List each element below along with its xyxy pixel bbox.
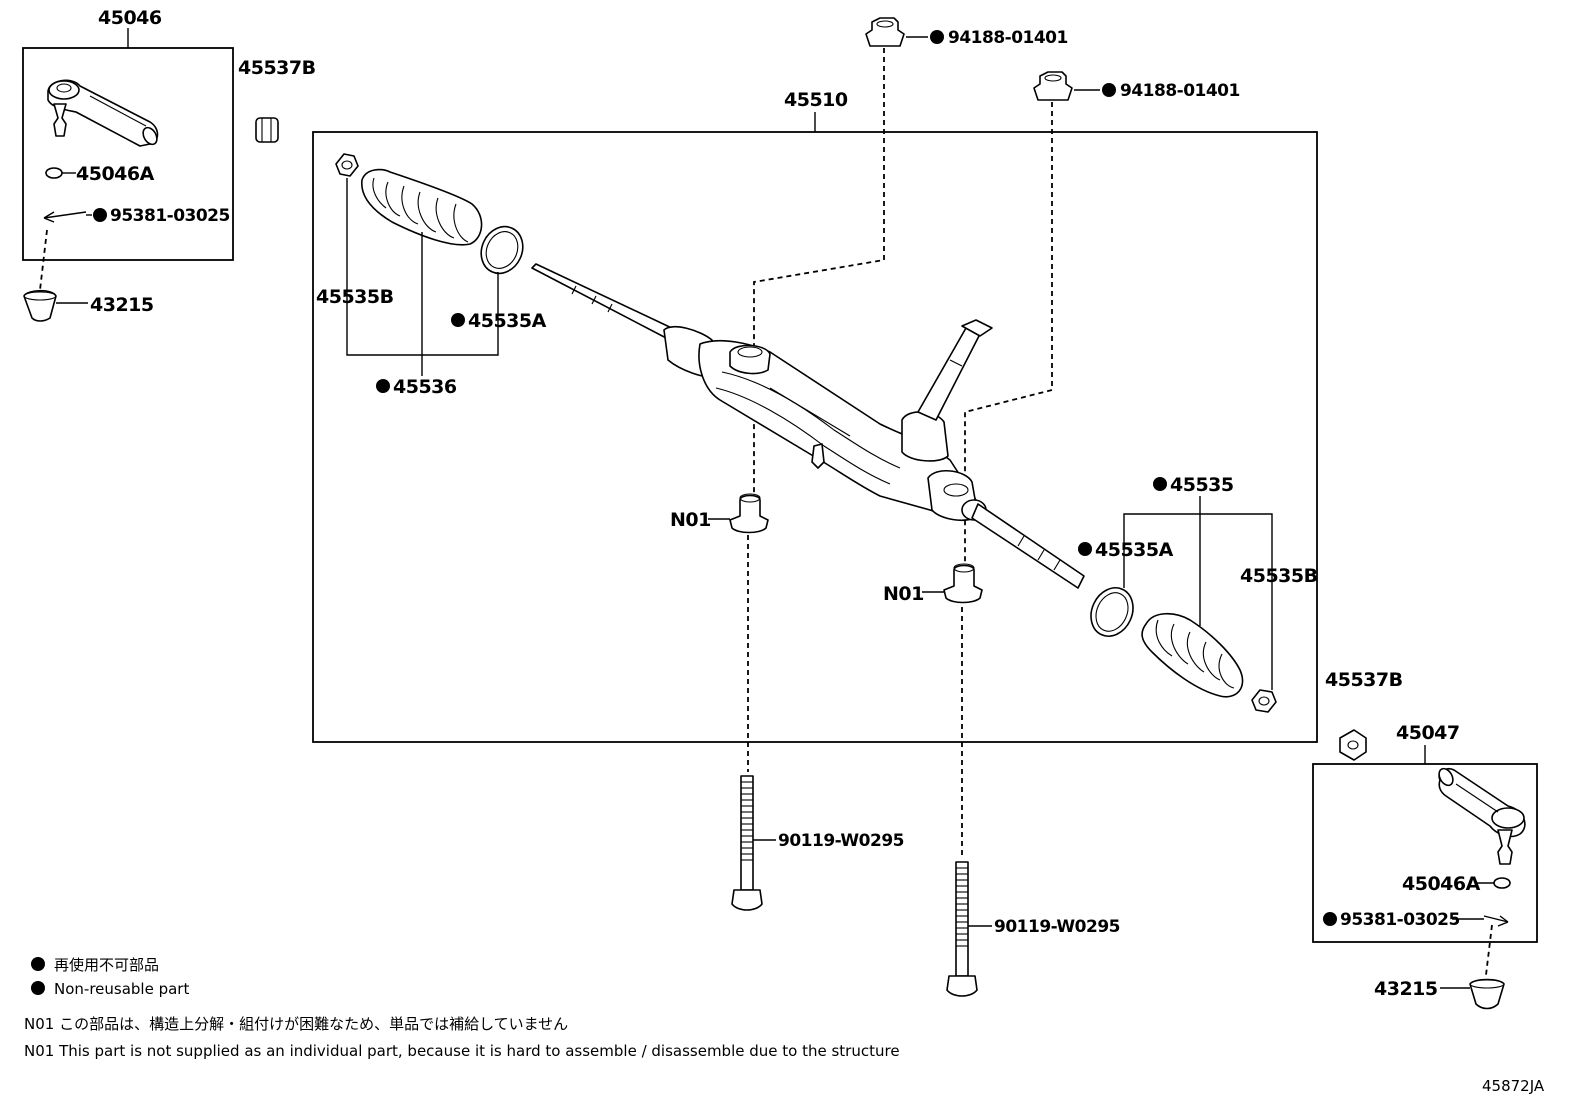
diagram-id: 45872JA bbox=[1482, 1077, 1545, 1095]
label-tie-rod-end-lh[interactable]: 45046 bbox=[98, 7, 162, 29]
label-boot-clip-right[interactable]: 45535B bbox=[1240, 565, 1318, 587]
non-reusable-marker bbox=[376, 379, 390, 393]
lock-nut-left-icon[interactable] bbox=[255, 117, 279, 143]
label-grease-cap-right[interactable]: 43215 bbox=[1374, 978, 1438, 1000]
grease-cap-right-icon[interactable] bbox=[1469, 978, 1505, 1010]
bushing-left-icon[interactable] bbox=[729, 493, 769, 534]
label-cotter-pin-left[interactable]: 95381-03025 bbox=[110, 206, 230, 226]
label-boot-band-left[interactable]: 45535A bbox=[468, 310, 547, 332]
label-dust-cover-left[interactable]: 45046A bbox=[76, 163, 155, 185]
tie-rod-end-lh-frame bbox=[22, 47, 234, 261]
bushing-right-icon[interactable] bbox=[943, 563, 983, 604]
label-boot-clip-left[interactable]: 45535B bbox=[316, 286, 394, 308]
tie-rod-end-lh-icon[interactable] bbox=[47, 79, 160, 147]
label-nut-top-right[interactable]: 94188-01401 bbox=[1120, 81, 1240, 101]
non-reusable-marker bbox=[1153, 477, 1167, 491]
cotter-pin-left-icon[interactable] bbox=[43, 211, 87, 223]
note-en: N01 This part is not supplied as an indi… bbox=[24, 1042, 900, 1060]
label-lock-nut-right[interactable]: 45537B bbox=[1325, 669, 1403, 691]
label-tie-rod-end-rh[interactable]: 45047 bbox=[1396, 722, 1460, 744]
grease-cap-left-icon[interactable] bbox=[23, 289, 57, 322]
label-bolt-right[interactable]: 90119-W0295 bbox=[994, 917, 1121, 937]
label-grease-cap-left[interactable]: 43215 bbox=[90, 294, 154, 316]
rack-assembly-icon[interactable] bbox=[531, 263, 1085, 589]
legend-text-jp: 再使用不可部品 bbox=[54, 956, 159, 974]
label-boot-kit-right[interactable]: 45535 bbox=[1170, 474, 1234, 496]
bolt-right-icon[interactable] bbox=[946, 861, 978, 997]
label-nut-top-left[interactable]: 94188-01401 bbox=[948, 28, 1068, 48]
non-reusable-marker bbox=[451, 313, 465, 327]
non-reusable-marker bbox=[1323, 912, 1337, 926]
non-reusable-marker bbox=[31, 957, 45, 971]
label-bushing-right[interactable]: N01 bbox=[883, 583, 924, 605]
bolt-left-icon[interactable] bbox=[731, 775, 763, 911]
non-reusable-marker bbox=[1102, 83, 1116, 97]
non-reusable-marker bbox=[930, 30, 944, 44]
non-reusable-marker bbox=[1078, 542, 1092, 556]
label-dust-cover-right[interactable]: 45046A bbox=[1402, 873, 1481, 895]
label-boot-band-right[interactable]: 45535A bbox=[1095, 539, 1174, 561]
tie-rod-end-rh-icon[interactable] bbox=[1436, 766, 1526, 865]
note-jp: N01 この部品は、構造上分解・組付けが困難なため、単品では補給していません bbox=[24, 1015, 568, 1033]
boot-clip-left-icon[interactable] bbox=[335, 153, 359, 177]
boot-clip-right-icon[interactable] bbox=[1251, 689, 1277, 713]
non-reusable-marker bbox=[31, 981, 45, 995]
label-boot-kit-left[interactable]: 45536 bbox=[393, 376, 457, 398]
nut-top-right-icon[interactable] bbox=[1033, 71, 1073, 101]
boot-right-icon[interactable] bbox=[1141, 612, 1244, 698]
dust-cover-left-icon[interactable] bbox=[45, 167, 63, 179]
label-bolt-left[interactable]: 90119-W0295 bbox=[778, 831, 905, 851]
label-cotter-pin-right[interactable]: 95381-03025 bbox=[1340, 910, 1460, 930]
legend-text-en: Non-reusable part bbox=[54, 980, 189, 998]
non-reusable-marker bbox=[93, 208, 107, 222]
label-lock-nut-left[interactable]: 45537B bbox=[238, 57, 316, 79]
label-bushing-left[interactable]: N01 bbox=[670, 509, 711, 531]
boot-band-right-icon[interactable] bbox=[1083, 581, 1140, 643]
nut-top-left-icon[interactable] bbox=[865, 17, 905, 47]
label-rack-assembly[interactable]: 45510 bbox=[784, 89, 848, 111]
boot-left-icon[interactable] bbox=[361, 168, 483, 246]
lock-nut-right-icon[interactable] bbox=[1339, 729, 1367, 761]
boot-band-left-icon[interactable] bbox=[474, 220, 531, 280]
dust-cover-right-icon[interactable] bbox=[1493, 877, 1511, 889]
cotter-pin-right-icon[interactable] bbox=[1483, 915, 1509, 927]
